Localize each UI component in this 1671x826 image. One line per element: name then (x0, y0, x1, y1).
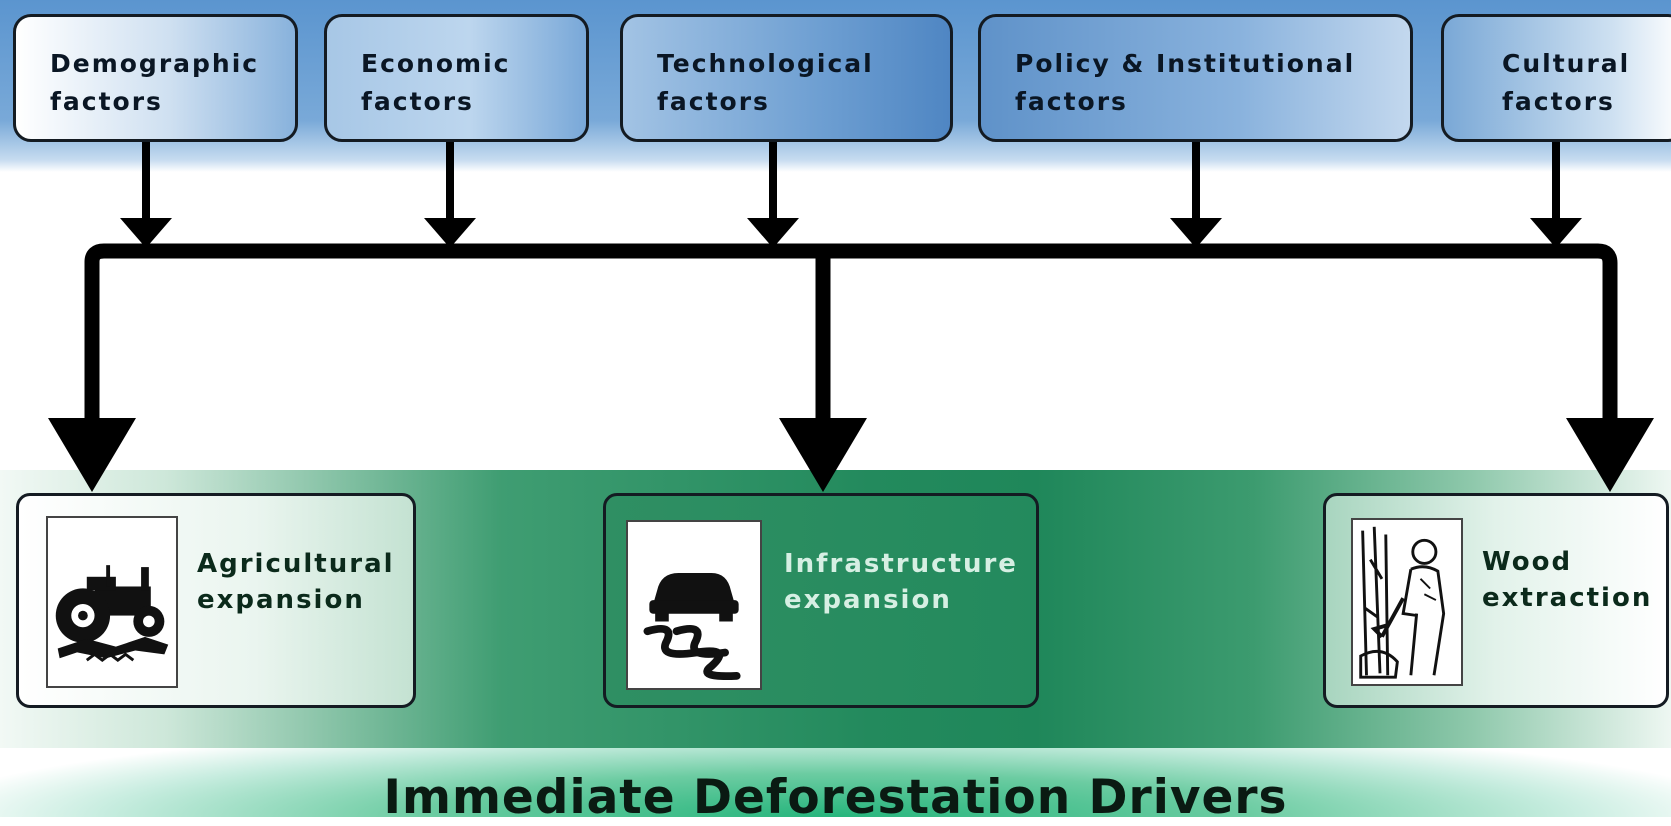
driver-label-line1: Wood (1482, 547, 1573, 577)
arrowhead-demographic (120, 218, 172, 248)
factor-label-line2: factors (1015, 87, 1128, 116)
factor-label-line2: factors (50, 87, 163, 116)
factor-label-line1: Economic (361, 49, 511, 78)
driver-label: Wood extraction (1482, 544, 1652, 616)
arrowhead-wood (1566, 418, 1654, 492)
arrowhead-technological (747, 218, 799, 248)
driver-label-line1: Infrastructure (784, 549, 1018, 579)
logger-icon (1351, 518, 1463, 686)
demographic-factors-box: Demographic factors (13, 14, 298, 142)
wood-extraction-box: Wood extraction (1323, 493, 1669, 708)
arrowhead-policy (1170, 218, 1222, 248)
driver-label-line2: extraction (1482, 583, 1653, 613)
title-band (0, 748, 1671, 817)
arrowhead-infrastructure (779, 418, 867, 492)
slippery-road-icon (626, 520, 762, 690)
driver-label: Agricultural expansion (197, 546, 395, 618)
driver-label: Infrastructure expansion (784, 546, 1018, 618)
driver-label-line2: expansion (197, 585, 365, 615)
factor-label-line1: Demographic (50, 49, 260, 78)
policy-institutional-factors-box: Policy & Institutional factors (978, 14, 1413, 142)
arrowhead-agricultural (48, 418, 136, 492)
technological-factors-box: Technological factors (620, 14, 953, 142)
factor-label-line1: Policy & Institutional (1015, 49, 1356, 78)
factor-label-line2: factors (361, 87, 474, 116)
arrowhead-economic (424, 218, 476, 248)
factor-label-line2: factors (657, 87, 770, 116)
factor-label-line1: Cultural (1502, 49, 1631, 78)
tractor-icon (46, 516, 178, 688)
cultural-factors-box: Cultural factors (1441, 14, 1671, 142)
infrastructure-expansion-box: Infrastructure expansion (603, 493, 1039, 708)
driver-label-line2: expansion (784, 585, 952, 615)
agricultural-expansion-box: Agricultural expansion (16, 493, 416, 708)
driver-label-line1: Agricultural (197, 549, 395, 579)
collector-bar (84, 243, 1618, 430)
diagram-title: Immediate Deforestation Drivers (383, 770, 1288, 825)
factor-label-line1: Technological (657, 49, 874, 78)
economic-factors-box: Economic factors (324, 14, 589, 142)
factor-label-line2: factors (1502, 87, 1615, 116)
arrowhead-cultural (1530, 218, 1582, 248)
